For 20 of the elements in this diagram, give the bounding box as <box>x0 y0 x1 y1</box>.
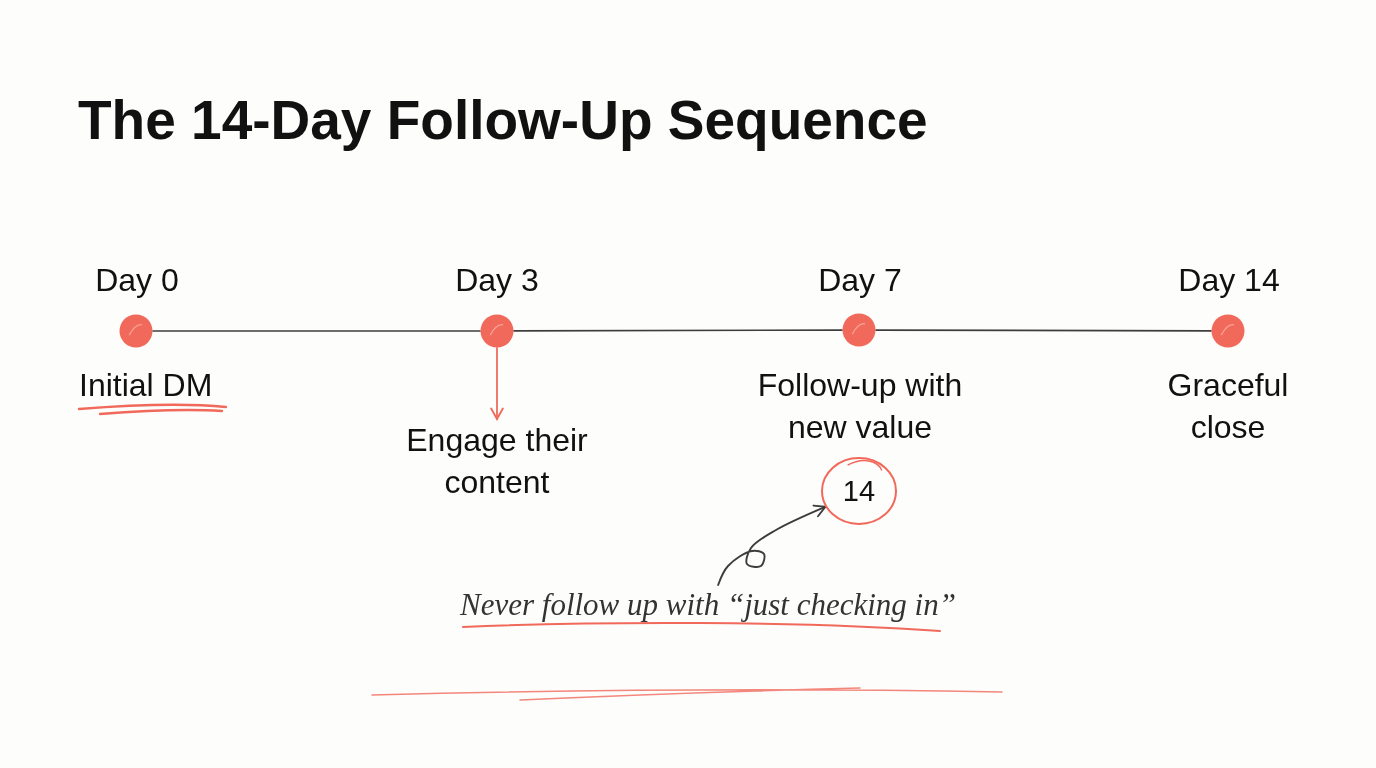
day-label: Day 7 <box>817 261 903 300</box>
day-label: Day 14 <box>1177 261 1281 300</box>
timeline-line <box>152 330 481 332</box>
timeline-line <box>513 329 843 332</box>
day-label: Day 0 <box>94 261 180 300</box>
note-text: Never follow up with “just checking in” <box>443 585 973 624</box>
step-label: Engage their content <box>382 419 612 503</box>
timeline-line <box>875 329 1212 332</box>
day-label: Day 3 <box>454 261 540 300</box>
step-label: Follow-up with new value <box>756 366 964 447</box>
step-label: Graceful close <box>1166 366 1290 447</box>
step-label: Initial DM <box>79 366 214 405</box>
timeline-dot <box>480 314 514 348</box>
curved-arrow <box>717 504 827 586</box>
timeline-dot <box>1211 314 1245 348</box>
circled-number: 14 <box>821 457 897 525</box>
timeline-dot <box>119 314 153 348</box>
arrow <box>490 347 504 420</box>
title: The 14-Day Follow-Up Sequence <box>78 88 928 152</box>
timeline-dot <box>842 313 876 347</box>
